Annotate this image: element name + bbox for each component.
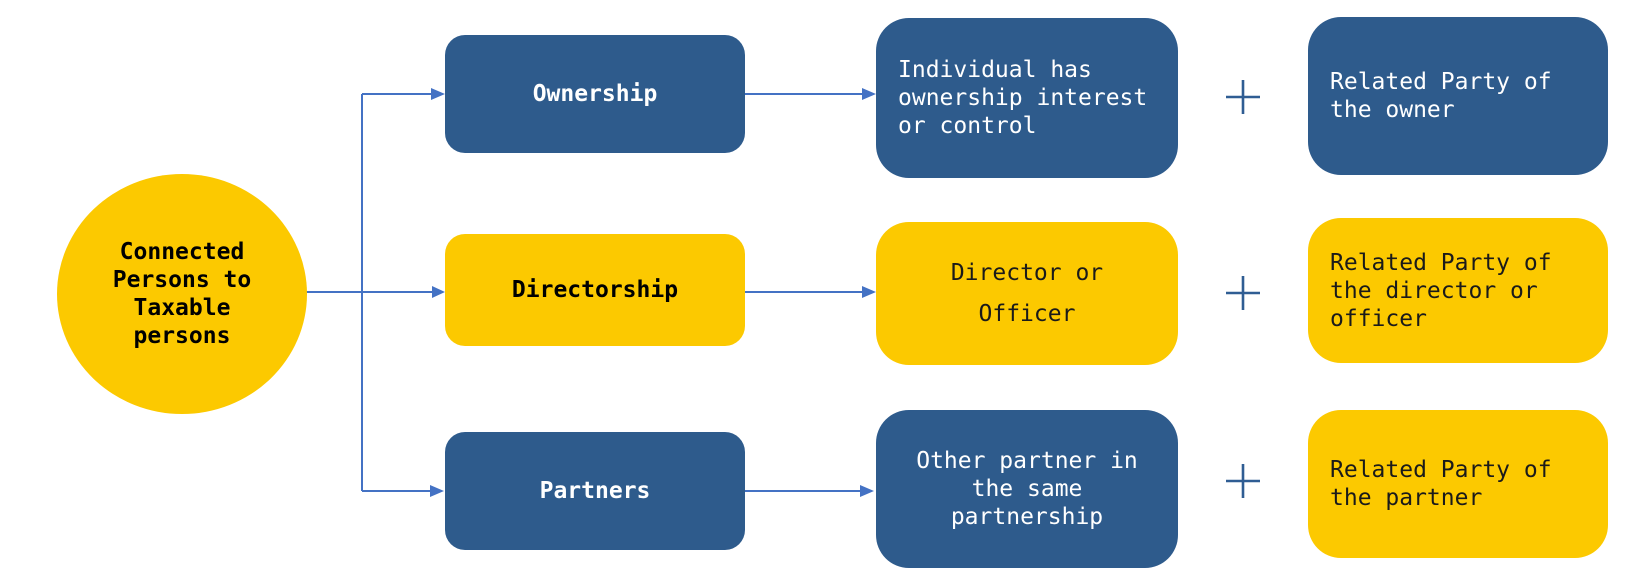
partners-category-label: Partners <box>539 478 651 504</box>
ownership-description-label: Individual has ownership interest or con… <box>898 57 1148 139</box>
directorship-category-label: Directorship <box>511 277 679 303</box>
partners-description-label: Other partner in the same partnership <box>916 448 1138 530</box>
ownership-related-party-label: Related Party of the owner <box>1330 69 1552 123</box>
plus-icon <box>1226 276 1260 310</box>
directorship-description-label: Director or Officer <box>950 259 1104 327</box>
directorship-related-party-box: Related Party of the director or officer <box>1308 218 1608 363</box>
ownership-related-party-box: Related Party of the owner <box>1308 17 1608 175</box>
ownership-category-label: Ownership <box>532 81 658 107</box>
plus-icon <box>1226 464 1260 498</box>
ownership-description-box: Individual has ownership interest or con… <box>876 18 1178 178</box>
partners-related-party-box: Related Party of the partner <box>1308 410 1608 558</box>
connected-persons-label: Connected Persons to Taxable persons <box>112 239 252 349</box>
partners-description-box: Other partner in the same partnership <box>876 410 1178 568</box>
partners-category-box: Partners <box>445 432 745 550</box>
ownership-category-box: Ownership <box>445 35 745 153</box>
directorship-related-party-label: Related Party of the director or officer <box>1330 249 1552 332</box>
directorship-description-box: Director or Officer <box>876 222 1178 365</box>
directorship-category-box: Directorship <box>445 234 745 346</box>
plus-icon <box>1226 80 1260 114</box>
connected-persons-circle: Connected Persons to Taxable persons <box>57 174 307 414</box>
partners-related-party-label: Related Party of the partner <box>1330 457 1552 511</box>
